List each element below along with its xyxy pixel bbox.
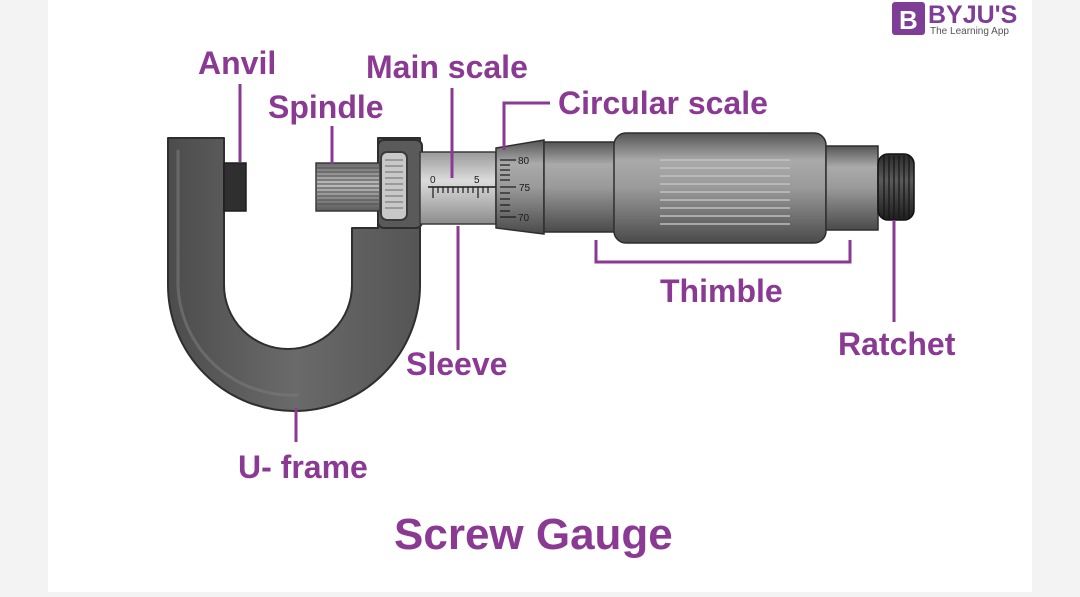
diagram-canvas: B BYJU'S The Learning App xyxy=(48,0,1032,592)
diagram-title: Screw Gauge xyxy=(394,510,673,559)
logo-letter: B xyxy=(899,5,918,35)
circular-scale-tick-70: 70 xyxy=(518,213,530,224)
leader-lines xyxy=(238,84,896,442)
circular-scale: 80 75 70 xyxy=(495,139,545,235)
frame-highlight xyxy=(176,150,299,397)
u-frame xyxy=(167,137,421,412)
label-thimble: Thimble xyxy=(660,273,783,309)
label-sleeve: Sleeve xyxy=(406,346,507,382)
label-spindle: Spindle xyxy=(268,89,384,125)
label-anvil: Anvil xyxy=(198,45,276,81)
screw-gauge-diagram: B BYJU'S The Learning App xyxy=(167,1,1017,559)
thimble-bracket xyxy=(594,240,852,264)
lock-nut xyxy=(380,151,408,221)
logo-badge xyxy=(892,2,925,35)
label-ratchet: Ratchet xyxy=(838,326,956,362)
byjus-logo: B BYJU'S The Learning App xyxy=(892,1,1017,37)
circular-scale-leader xyxy=(502,101,550,150)
brand-tagline: The Learning App xyxy=(930,26,1009,37)
spindle xyxy=(315,162,381,212)
main-scale-tick-0: 0 xyxy=(430,175,436,186)
thimble xyxy=(543,132,879,244)
circular-scale-tick-75: 75 xyxy=(519,183,531,194)
label-main-scale: Main scale xyxy=(366,49,528,85)
main-scale-tick-5: 5 xyxy=(474,175,480,186)
sleeve: 0 5 xyxy=(419,151,497,225)
label-u-frame: U- frame xyxy=(238,449,368,485)
circular-scale-tick-80: 80 xyxy=(518,156,530,167)
anvil xyxy=(223,162,247,212)
label-circular-scale: Circular scale xyxy=(558,85,768,121)
brand-name: BYJU'S xyxy=(928,1,1017,29)
ratchet xyxy=(877,153,915,221)
